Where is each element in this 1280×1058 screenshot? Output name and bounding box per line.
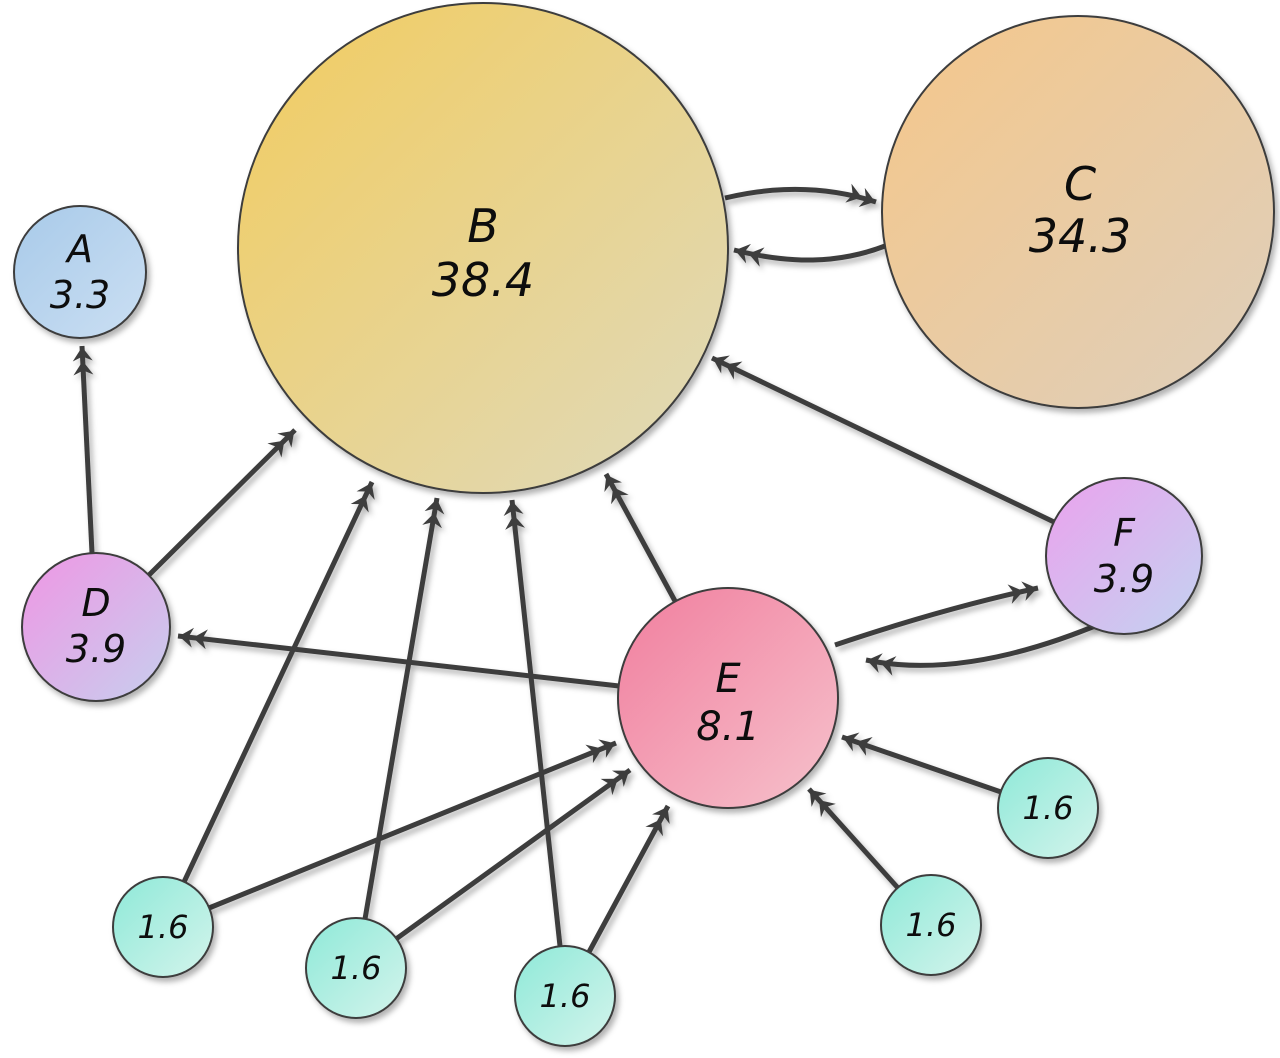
edge-n4-to-E bbox=[807, 787, 900, 890]
node-n5-circle bbox=[997, 757, 1099, 859]
node-E-circle bbox=[617, 587, 839, 809]
node-A-value: 3.3 bbox=[50, 273, 110, 317]
node-C-label: C bbox=[1064, 157, 1096, 211]
node-F-circle bbox=[1045, 477, 1203, 635]
edge-F-to-B bbox=[710, 355, 1056, 525]
edge-n2-to-E bbox=[394, 767, 632, 942]
node-F-label: F bbox=[1113, 511, 1136, 555]
edge-D-to-A bbox=[72, 345, 95, 554]
edge-C-to-B bbox=[733, 243, 886, 267]
node-n4-value: 1.6 bbox=[906, 906, 957, 944]
node-D-value: 3.9 bbox=[66, 627, 126, 671]
node-C-circle bbox=[881, 15, 1275, 409]
edge-D-to-B bbox=[147, 428, 297, 577]
node-E-label: E bbox=[715, 656, 741, 702]
node-F-value: 3.9 bbox=[1094, 557, 1154, 601]
node-E-value: 8.1 bbox=[696, 704, 760, 750]
node-B-label: B bbox=[467, 199, 499, 253]
node-n1-circle bbox=[112, 876, 214, 978]
edge-n2-to-B bbox=[362, 497, 445, 920]
node-n1-value: 1.6 bbox=[138, 908, 189, 946]
edge-F-to-E bbox=[865, 623, 1096, 676]
node-B-circle bbox=[237, 2, 729, 494]
edge-E-to-B bbox=[603, 472, 678, 603]
node-n2-circle bbox=[305, 917, 407, 1019]
node-A-circle bbox=[13, 205, 147, 339]
node-C-value: 34.3 bbox=[1029, 209, 1131, 263]
node-n4-circle bbox=[880, 874, 982, 976]
node-n3-value: 1.6 bbox=[540, 977, 591, 1015]
node-A-label: A bbox=[64, 227, 93, 271]
edge-E-to-F bbox=[834, 581, 1039, 648]
node-D-label: D bbox=[81, 581, 110, 625]
node-n5-value: 1.6 bbox=[1023, 789, 1074, 827]
edge-B-to-C bbox=[724, 183, 877, 207]
edge-n1-to-E bbox=[208, 739, 617, 911]
edges-layer bbox=[72, 183, 1096, 954]
node-D-circle bbox=[21, 552, 171, 702]
nodes-layer bbox=[13, 2, 1275, 1047]
edge-n1-to-B bbox=[181, 480, 375, 884]
edge-n5-to-E bbox=[841, 732, 1002, 795]
node-B-value: 38.4 bbox=[432, 253, 534, 307]
node-n2-value: 1.6 bbox=[331, 949, 382, 987]
edge-n3-to-E bbox=[586, 804, 671, 954]
labels-layer: A 3.3 B 38.4 C 34.3 D 3.9 E 8.1 F 3.9 1.… bbox=[50, 157, 1154, 1015]
node-n3-circle bbox=[514, 945, 616, 1047]
edge-n3-to-B bbox=[503, 499, 563, 947]
edge-E-to-D bbox=[177, 627, 620, 689]
